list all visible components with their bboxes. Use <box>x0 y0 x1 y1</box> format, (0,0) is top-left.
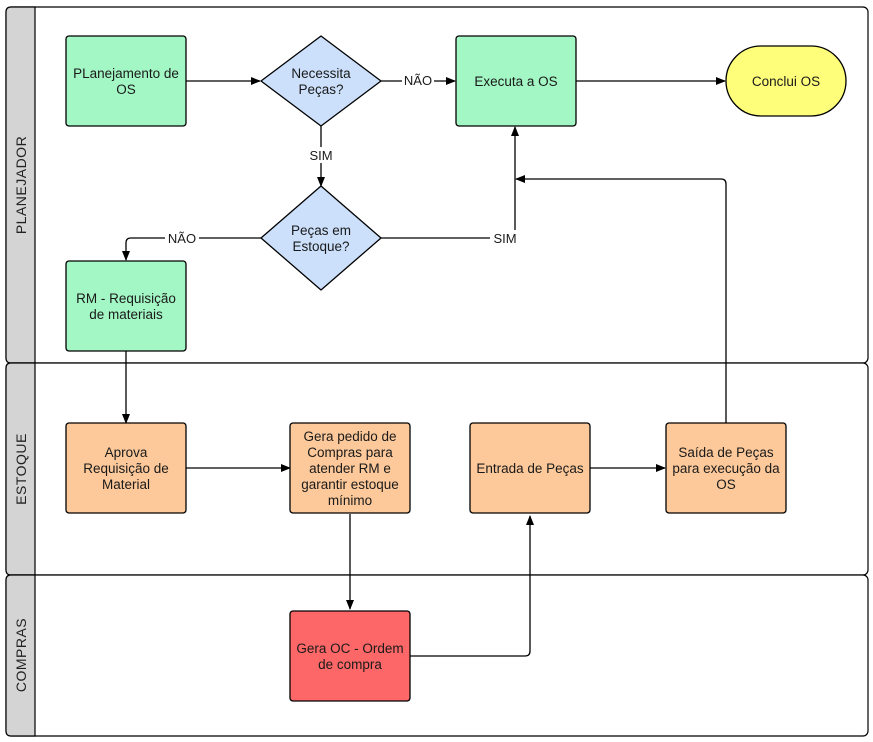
node-label-line: Estoque? <box>292 239 349 254</box>
lane-estoque: ESTOQUE <box>5 362 869 576</box>
node-label-line: Aprova <box>105 445 148 460</box>
node-executa: Executa a OS <box>455 35 577 127</box>
node-shape <box>469 422 591 514</box>
node-shape <box>260 185 382 291</box>
node-shape <box>65 35 187 127</box>
node-label-line: OS <box>116 82 136 97</box>
node-shape <box>65 260 187 352</box>
node-shape <box>260 35 382 127</box>
node-label-line: Peças? <box>298 82 343 97</box>
edge-label-necessita-sim: SIM <box>309 148 332 163</box>
node-label-line: Necessita <box>291 66 351 81</box>
node-label-line: Gera pedido de <box>303 429 396 444</box>
node-label-line: Gera OC - Ordem <box>296 641 403 656</box>
node-label-line: para execução da <box>672 461 780 476</box>
node-shape <box>455 35 577 127</box>
edge-saida-executa <box>515 175 727 423</box>
node-label-line: de compra <box>318 657 382 672</box>
edge-estoque-rm <box>122 237 261 261</box>
lane-label-planejador: PLANEJADOR <box>13 136 29 234</box>
edge-label-estoque-sim: SIM <box>493 231 516 246</box>
lane-label-compras: COMPRAS <box>13 618 29 692</box>
node-label-line: de materiais <box>89 307 163 322</box>
node-shape <box>665 422 787 514</box>
node-label-line: Compras para <box>307 445 393 460</box>
edge-labels: NÃO SIM SIM NÃO <box>165 72 520 246</box>
node-shape <box>289 610 411 702</box>
node-label-line: Entrada de Peças <box>476 461 584 476</box>
node-conclui: Conclui OS <box>725 45 847 117</box>
node-label-line: Saída de Peças <box>678 445 774 460</box>
edge-geraoc-entrada <box>410 515 534 657</box>
node-label-line: Requisição de <box>83 461 169 476</box>
edge-label-necessita-nao: NÃO <box>404 73 432 88</box>
node-label-line: Peças em <box>291 223 351 238</box>
node-shape <box>65 422 187 514</box>
node-label-line: Executa a OS <box>474 74 557 89</box>
node-entrada: Entrada de Peças <box>469 422 591 514</box>
lane-label-estoque: ESTOQUE <box>13 433 29 505</box>
edge-label-estoque-nao: NÃO <box>168 231 196 246</box>
node-label-line: garantir estoque <box>301 477 399 492</box>
node-label-line: mínimo <box>328 493 372 508</box>
node-label-line: Conclui OS <box>752 74 820 89</box>
node-label-line: RM - Requisição <box>76 291 176 306</box>
node-shape <box>725 45 847 117</box>
node-label-line: atender RM e <box>309 461 391 476</box>
node-label-line: OS <box>716 477 736 492</box>
node-label-line: Material <box>102 477 150 492</box>
node-label-line: PLanejamento de <box>73 66 179 81</box>
lane-planejador: PLANEJADOR <box>5 6 869 364</box>
node-shape <box>289 422 411 514</box>
